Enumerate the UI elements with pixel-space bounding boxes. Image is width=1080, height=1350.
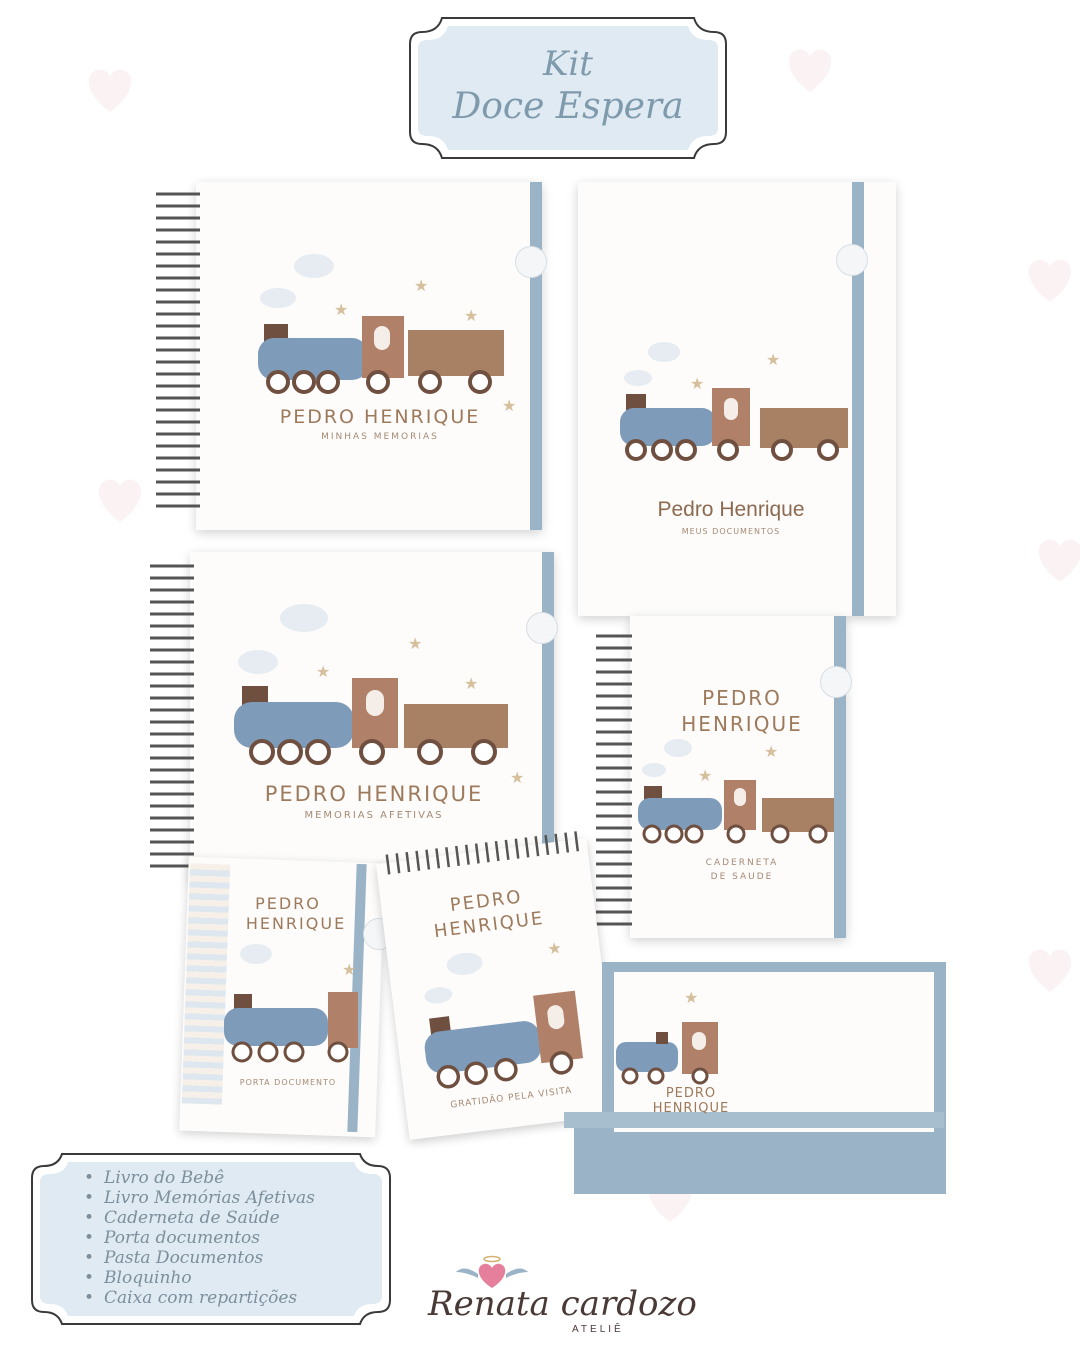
heart-icon (1028, 949, 1072, 992)
product-subtitle-line-1: CADERNETA (705, 858, 779, 868)
brand-subtitle: ATELIÊ (572, 1324, 624, 1335)
product-name-line-2: HENRIQUE (681, 712, 803, 736)
star-icon: ★ (690, 376, 705, 393)
kit-item: Caixa com repartições (84, 1288, 315, 1308)
kit-items-list: Livro do Bebê Livro Memórias Afetivas Ca… (84, 1168, 315, 1308)
star-icon: ★ (510, 770, 525, 787)
product-name-line-1: PEDRO (702, 686, 782, 710)
kit-item: Livro Memórias Afetivas (84, 1188, 315, 1208)
star-icon: ★ (464, 308, 479, 325)
star-icon: ★ (334, 302, 349, 319)
product-bloquinho: PEDRO HENRIQUE ★ GRATIDÃO PELA VISITA (375, 831, 621, 1140)
star-icon: ★ (414, 278, 429, 295)
product-name-line-1: PEDRO (255, 894, 321, 913)
star-icon: ★ (546, 939, 563, 959)
star-icon: ★ (408, 636, 423, 653)
train-illustration (258, 254, 504, 394)
product-caderneta-saude (630, 616, 846, 938)
heart-icon (1028, 259, 1072, 302)
heart-wings-logo-icon (456, 1255, 528, 1288)
star-icon: ★ (684, 990, 699, 1007)
star-icon: ★ (698, 768, 713, 785)
kit-item: Bloquinho (84, 1268, 315, 1288)
spiral-binding (150, 564, 194, 868)
star-icon: ★ (316, 664, 331, 681)
product-name: PEDRO HENRIQUE (264, 782, 484, 806)
product-name-line-2: HENRIQUE (245, 914, 347, 933)
star-icon: ★ (464, 676, 479, 693)
train-illustration (224, 944, 358, 1063)
product-subtitle: MEMORIAS AFETIVAS (304, 810, 444, 821)
brand-name: Renata cardozo (428, 1284, 697, 1324)
seal-icon (526, 612, 558, 644)
seal-icon (515, 246, 547, 278)
product-subtitle: PORTA DOCUMENTO (239, 1078, 337, 1087)
product-name: PEDRO HENRIQUE (279, 406, 481, 428)
title-plaque (409, 17, 727, 159)
product-subtitle-line-2: DE SAUDE (710, 872, 774, 882)
star-icon: ★ (502, 398, 517, 415)
train-illustration (424, 952, 584, 1089)
product-subtitle: MINHAS MEMORIAS (321, 432, 439, 442)
seal-icon (820, 666, 852, 698)
spiral-binding (596, 634, 632, 926)
product-name: Pedro Henrique (657, 498, 805, 521)
train-illustration (616, 1022, 718, 1085)
kit-item: Pasta Documentos (84, 1248, 315, 1268)
train-illustration (234, 604, 508, 765)
product-subtitle: MEUS DOCUMENTOS (681, 527, 781, 536)
title-line-2: Doce Espera (452, 86, 684, 127)
star-icon: ★ (764, 744, 779, 761)
kit-item: Caderneta de Saúde (84, 1208, 315, 1228)
heart-icon (98, 479, 142, 522)
star-icon: ★ (342, 962, 357, 979)
heart-icon (788, 49, 832, 92)
kit-item: Porta documentos (84, 1228, 315, 1248)
kit-item: Livro do Bebê (84, 1168, 315, 1188)
star-icon: ★ (766, 352, 781, 369)
train-illustration (620, 342, 848, 461)
product-caixa: ★ PEDRO HENRIQUE (562, 962, 948, 1194)
seal-icon (836, 244, 868, 276)
spiral-binding (385, 831, 580, 875)
train-illustration (638, 739, 834, 844)
spiral-binding (156, 192, 200, 508)
elastic-band (530, 182, 542, 530)
product-name: PEDRO HENRIQUE (652, 1086, 730, 1116)
elastic-band (852, 182, 864, 616)
title-line-1: Kit (543, 44, 593, 84)
heart-icon (88, 69, 132, 112)
heart-icon (1038, 539, 1080, 582)
